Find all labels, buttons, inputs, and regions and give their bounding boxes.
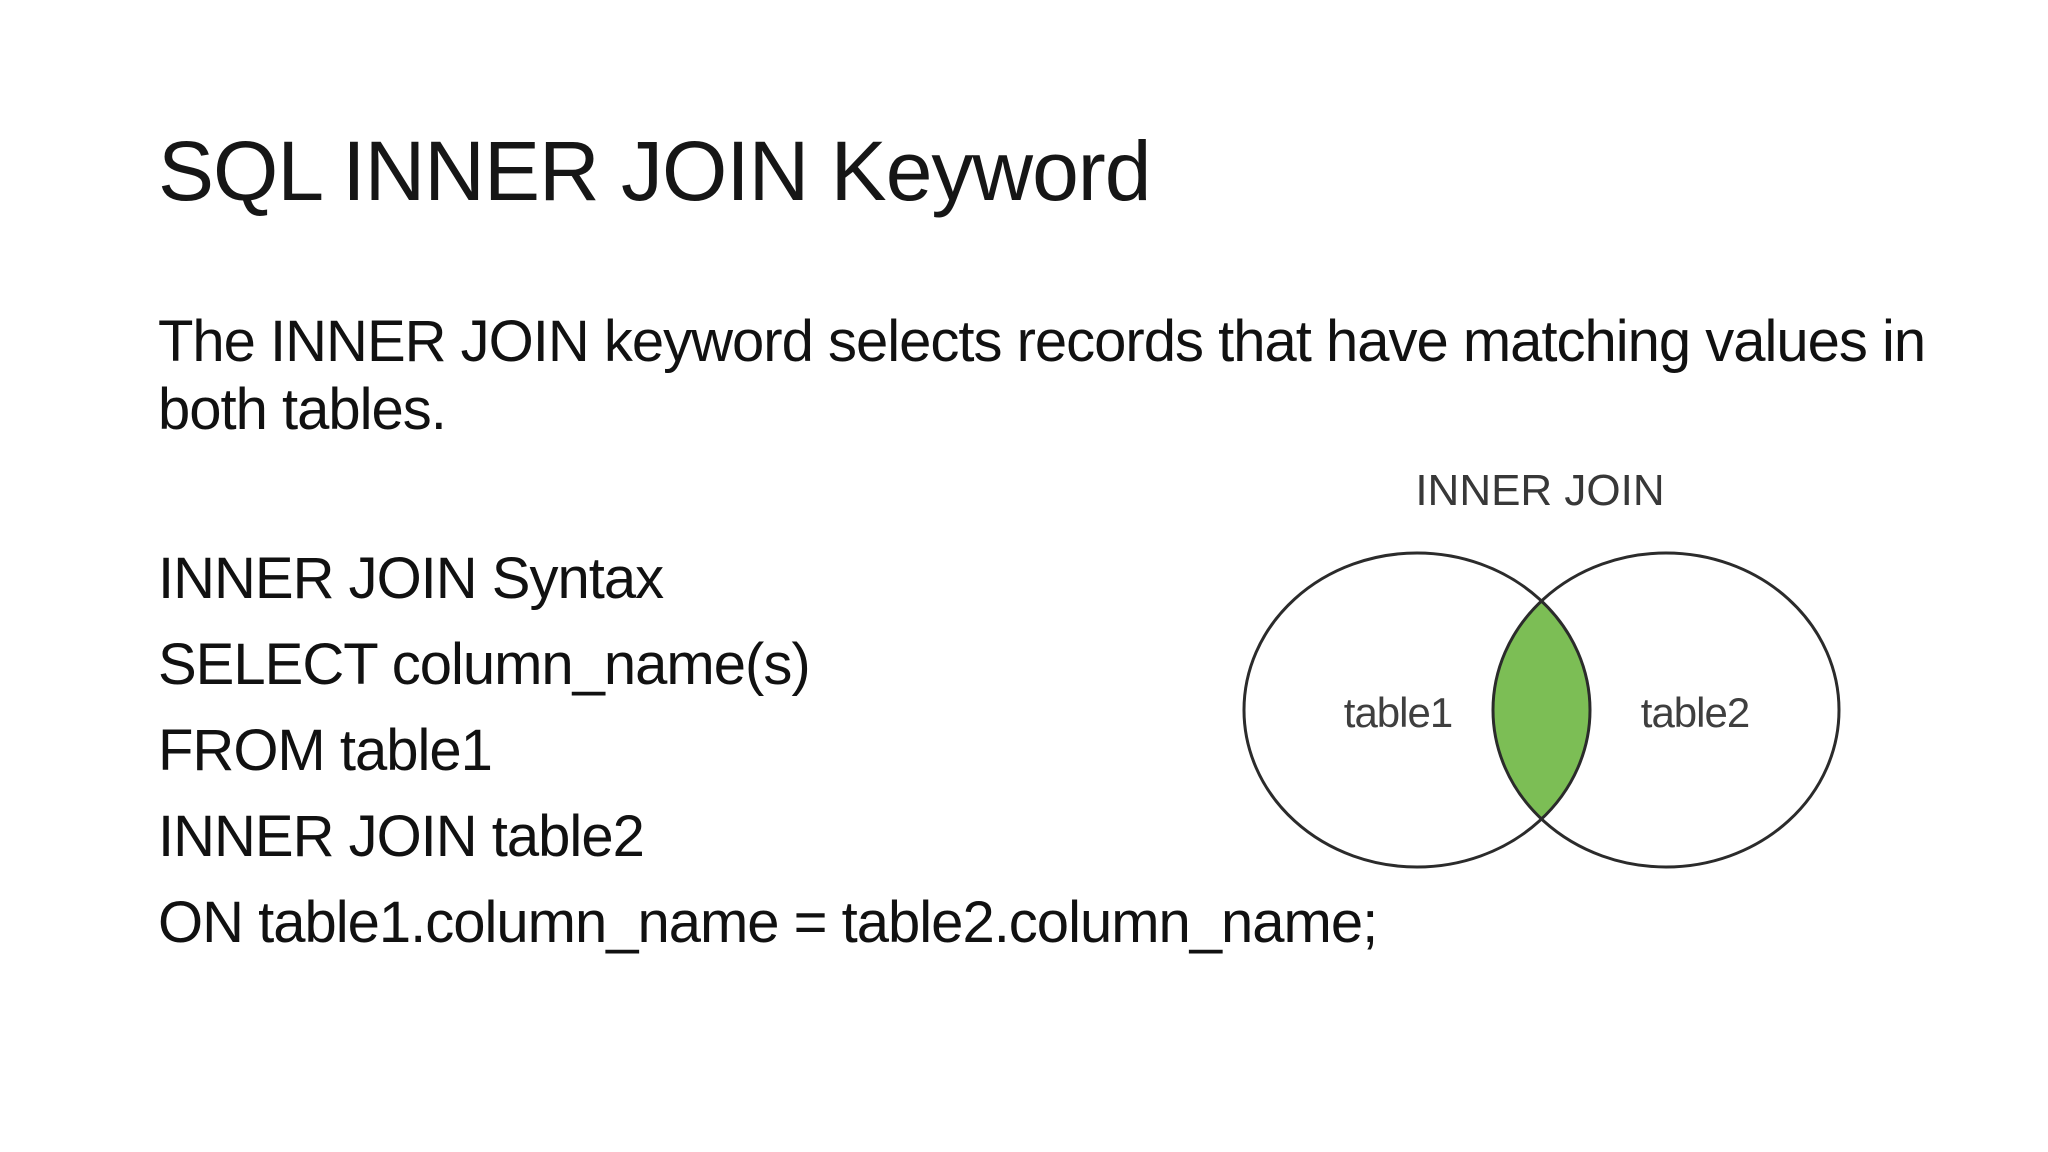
body-line-2: both tables. <box>158 377 447 442</box>
venn-circle-table2 <box>1491 551 1841 869</box>
inner-join-venn-diagram: INNER JOIN table1 table2 <box>1230 455 1855 885</box>
syntax-inner-join-line: INNER JOIN table2 <box>158 804 645 869</box>
body-paragraph: The INNER JOIN keyword selects records t… <box>158 308 1926 444</box>
venn-label-table1: table1 <box>1344 689 1452 736</box>
syntax-heading: INNER JOIN Syntax <box>158 546 664 611</box>
syntax-from-line: FROM table1 <box>158 718 493 783</box>
syntax-on-line: ON table1.column_name = table2.column_na… <box>158 890 1378 955</box>
venn-title: INNER JOIN <box>1415 466 1664 515</box>
venn-svg: INNER JOIN table1 table2 <box>1242 466 1841 869</box>
venn-label-table2: table2 <box>1641 689 1749 736</box>
slide-title: SQL INNER JOIN Keyword <box>158 124 1151 219</box>
venn-circle-table1 <box>1242 551 1592 869</box>
body-line-1: The INNER JOIN keyword selects records t… <box>158 309 1926 374</box>
syntax-select-line: SELECT column_name(s) <box>158 632 811 697</box>
syntax-block: INNER JOIN Syntax SELECT column_name(s) … <box>158 536 1378 966</box>
